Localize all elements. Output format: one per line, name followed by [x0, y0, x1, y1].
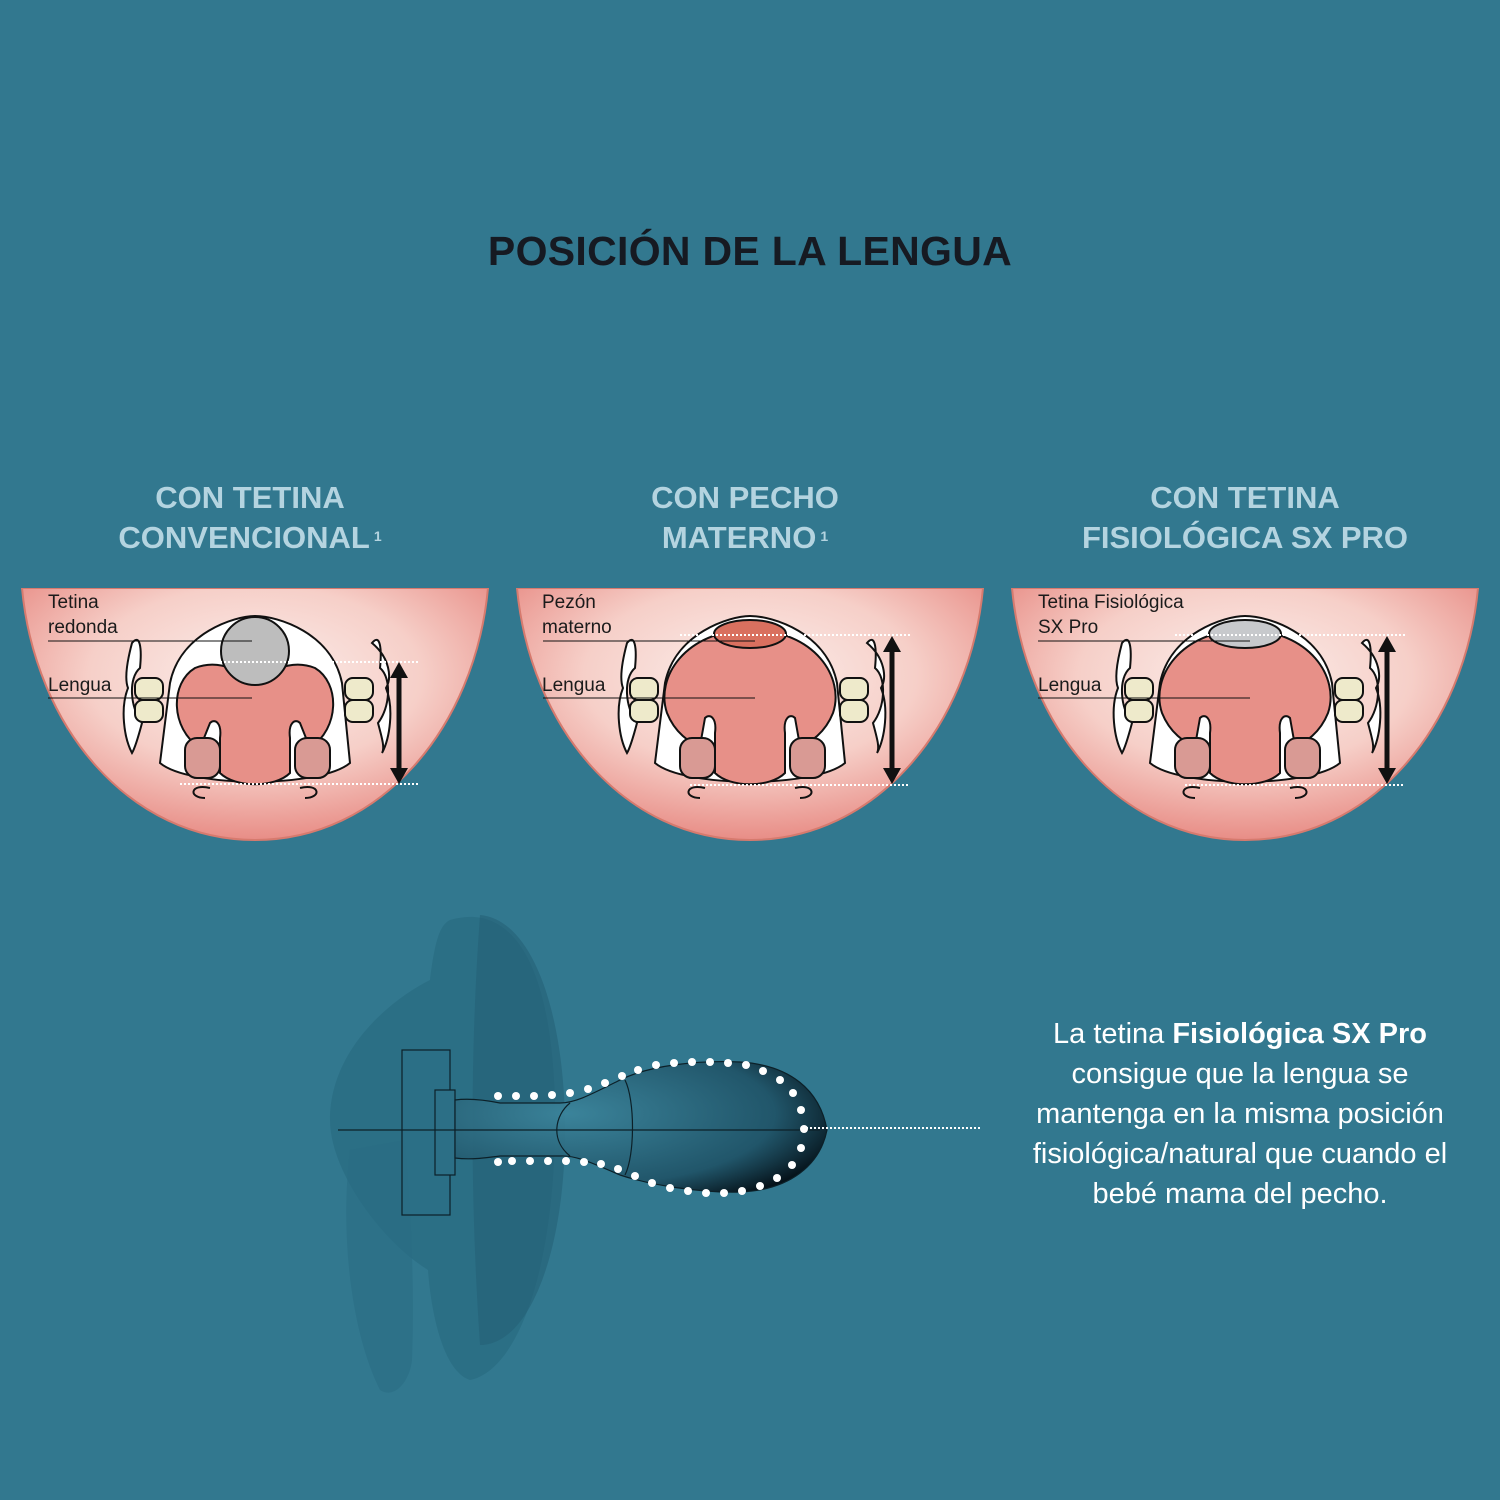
heading-line-1: CON PECHO: [651, 480, 839, 515]
column-heading-sx-pro: CON TETINA FISIOLÓGICA SX PRO: [1010, 478, 1480, 558]
description-line-5: bebé mama del pecho.: [1092, 1178, 1388, 1210]
label-line: Tetina Fisiológica: [1038, 592, 1184, 613]
description-text: La tetina Fisiológica SX Pro consigue qu…: [990, 1014, 1490, 1214]
description-line-3: mantenga en la misma posición: [1036, 1098, 1444, 1130]
page-title: POSICIÓN DE LA LENGUA: [487, 228, 1013, 274]
heading-line-1: CON TETINA: [1150, 480, 1340, 515]
label-nipple: Tetina Fisiológica SX Pro: [1038, 590, 1184, 640]
footnote-marker: 1: [373, 528, 382, 544]
heading-line-2: FISIOLÓGICA SX PRO: [1081, 520, 1409, 555]
label-tongue: Lengua: [542, 675, 606, 696]
product-name: Fisiológica SX Pro: [1172, 1018, 1427, 1050]
heading-line-1: CON TETINA: [155, 480, 345, 515]
label-line: redonda: [48, 617, 118, 638]
description-line-2: consigue que la lengua se: [1071, 1058, 1409, 1090]
label-nipple: Tetina redonda: [48, 590, 118, 640]
label-line: Pezón: [542, 592, 596, 613]
heading-text: MATERNO: [661, 520, 817, 555]
label-nipple: Pezón materno: [542, 590, 612, 640]
description-prefix: La tetina: [1053, 1018, 1173, 1050]
diagram-conventional-nipple: Tetina redonda Lengua: [20, 588, 490, 844]
description-line-1: La tetina Fisiológica SX Pro: [990, 1014, 1490, 1054]
diagram-maternal-breast: Pezón materno Lengua: [515, 588, 985, 844]
diagram-sx-pro-nipple: Tetina Fisiológica SX Pro Lengua: [1010, 588, 1480, 844]
footnote-marker: 1: [820, 528, 829, 544]
label-line: SX Pro: [1038, 617, 1099, 638]
label-tongue: Lengua: [48, 675, 112, 696]
label-tongue: Lengua: [1038, 675, 1102, 696]
pacifier-illustration-icon: [320, 900, 1000, 1405]
heading-text: CONVENCIONAL: [118, 520, 370, 555]
description-line-4: fisiológica/natural que cuando el: [1032, 1138, 1448, 1170]
label-line: materno: [542, 617, 612, 638]
label-line: Tetina: [48, 592, 99, 613]
